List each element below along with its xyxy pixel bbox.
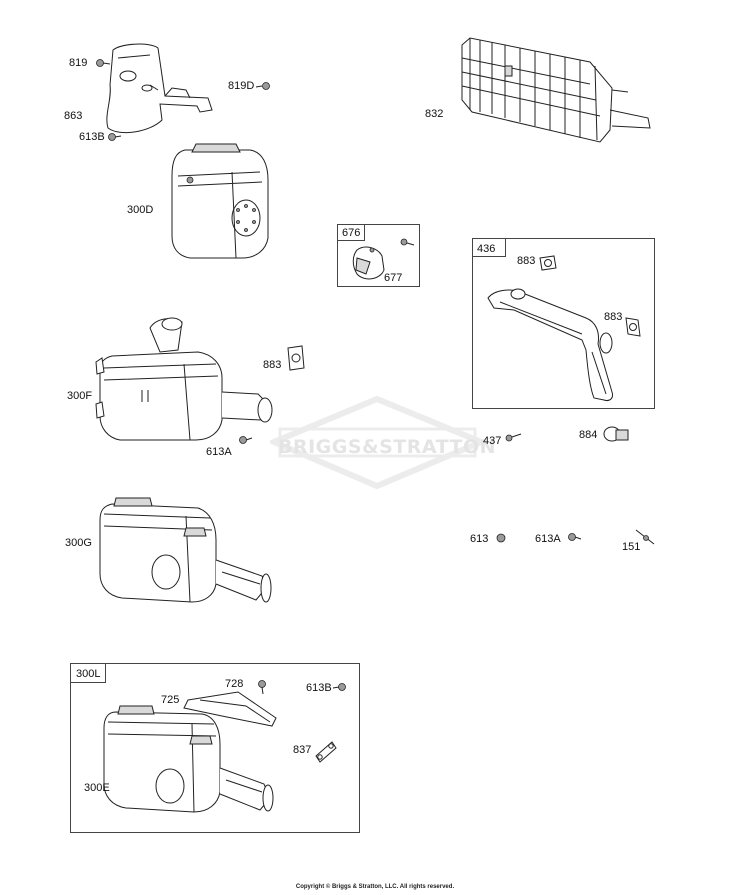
group-tab-436: [472, 238, 506, 257]
brand-watermark-text: BRIGGS&STRATTON: [278, 436, 497, 458]
copyright-footer: Copyright © Briggs & Stratton, LLC. All …: [295, 884, 455, 890]
bolt-613B-bottom: [332, 683, 346, 691]
label-300D: 300D: [127, 204, 154, 216]
label-832: 832: [425, 108, 444, 120]
bolt-613A-right: [568, 533, 582, 541]
label-819: 819: [69, 57, 88, 69]
part-300F-muffler: [95, 317, 273, 441]
part-300G-muffler: [99, 497, 272, 603]
part-725-heat-shield-plate: [183, 691, 277, 727]
label-300G: 300G: [65, 537, 92, 549]
part-832-wire-guard: [461, 37, 651, 143]
gasket-883-c: [287, 345, 305, 371]
label-725: 725: [161, 694, 180, 706]
part-300E-muffler: [103, 705, 274, 813]
part-436-exhaust-pipe: [487, 288, 613, 401]
label-151: 151: [622, 541, 641, 553]
bracket-837: [315, 741, 337, 763]
label-300F: 300F: [67, 390, 93, 402]
clamp-884: [603, 426, 629, 442]
stud-151: [635, 529, 655, 545]
group-tab-300L: [70, 663, 106, 683]
label-300L: 300L: [76, 668, 101, 680]
label-728: 728: [225, 678, 244, 690]
bolt-613B-top: [108, 133, 122, 141]
part-863-heat-shield: [106, 43, 213, 134]
bolt-819: [96, 59, 111, 67]
screw-437: [505, 433, 522, 442]
label-883-b: 883: [604, 311, 623, 323]
nut-613: [496, 533, 506, 543]
bolt-613A-left: [239, 436, 253, 444]
gasket-883-a: [539, 255, 557, 271]
label-437: 437: [483, 435, 502, 447]
group-box-436: [472, 238, 655, 409]
bolt-728: [258, 680, 266, 695]
bolt-819D: [255, 82, 270, 90]
label-837: 837: [293, 744, 312, 756]
label-613: 613: [470, 533, 489, 545]
label-613A-left: 613A: [206, 446, 232, 458]
label-676: 676: [342, 227, 361, 239]
brand-watermark-diamond: [270, 395, 485, 490]
screw-677: [400, 238, 415, 246]
label-613A-right: 613A: [535, 533, 561, 545]
label-613B-top: 613B: [79, 131, 105, 143]
label-436: 436: [477, 243, 496, 255]
group-box-300L: [70, 663, 360, 833]
gasket-883-b: [625, 317, 641, 337]
label-677: 677: [384, 272, 403, 284]
label-300E: 300E: [84, 782, 110, 794]
label-613B-bottom: 613B: [306, 682, 332, 694]
part-676-guard-plate: [352, 246, 385, 280]
group-box-676: [337, 224, 420, 287]
label-863: 863: [64, 110, 83, 122]
part-300D-muffler: [171, 143, 269, 259]
group-tab-676: [337, 224, 365, 241]
label-883-a: 883: [517, 255, 536, 267]
label-819D: 819D: [228, 80, 255, 92]
label-884: 884: [579, 429, 598, 441]
label-883-c: 883: [263, 359, 282, 371]
